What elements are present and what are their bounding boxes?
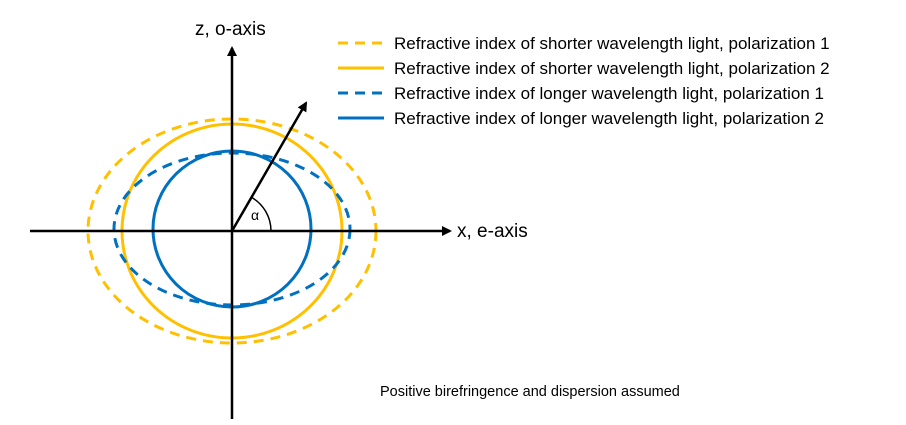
legend-label-short-pol2: Refractive index of shorter wavelength l… [394, 59, 830, 78]
direction-vector-arrow [230, 101, 308, 232]
x-axis-label: x, e-axis [457, 221, 528, 242]
legend-label-short-pol1: Refractive index of shorter wavelength l… [394, 34, 830, 53]
assumption-note: Positive birefringence and dispersion as… [380, 384, 680, 400]
legend: Refractive index of shorter wavelength l… [338, 34, 830, 128]
z-axis-label: z, o-axis [195, 19, 266, 40]
legend-label-long-pol2: Refractive index of longer wavelength li… [394, 109, 824, 128]
angle-arc [251, 196, 272, 232]
angle-label: α [251, 207, 259, 223]
legend-label-long-pol1: Refractive index of longer wavelength li… [394, 84, 824, 103]
